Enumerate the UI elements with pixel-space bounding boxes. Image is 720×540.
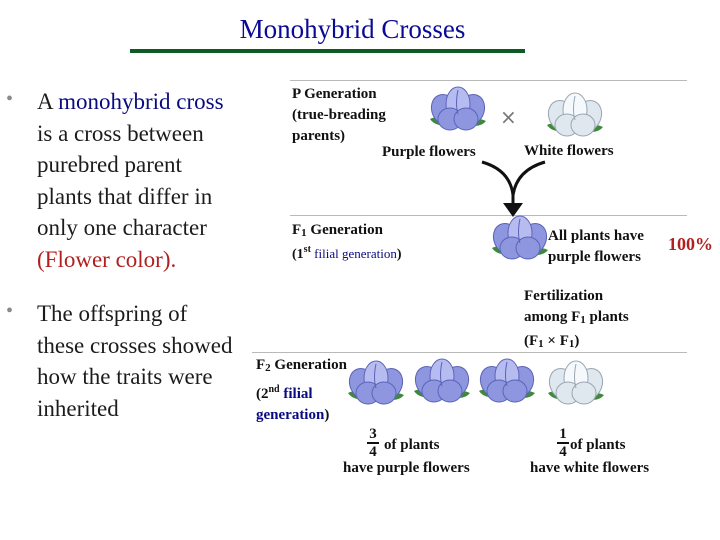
bullet-2-text: The offspring of these crosses showed ho… [37, 301, 233, 421]
p-label-line3: parents) [292, 128, 346, 144]
f2-white-flower-icon [548, 360, 604, 405]
f2-top-rule [252, 352, 687, 353]
bullet-1-pre: A [37, 89, 59, 114]
cross-symbol: × [500, 105, 517, 129]
white-ratio-line1: of plants [570, 437, 626, 453]
f2-purple-flower-icon [348, 360, 404, 405]
bullet-1-paren: (Flower color). [37, 246, 177, 272]
white-flower-icon [547, 92, 603, 137]
f1-caption: All plants have purple flowers [548, 228, 644, 265]
f1-purple-flower-icon [492, 215, 548, 260]
f1-percent: 100% [668, 234, 713, 254]
cross-arrow-icon [481, 160, 546, 217]
p-generation-label: P Generation (true-breading parents) [292, 84, 386, 147]
bullet-list: • A monohybrid cross is a cross between … [0, 86, 240, 424]
p-label-line1: P Generation [292, 86, 377, 102]
f2-purple-flower-icon [479, 358, 535, 403]
purple-ratio-line1: of plants [384, 437, 440, 453]
bullet-dot-icon: • [6, 88, 14, 110]
bullet-1-post: is a cross between purebred parent plant… [37, 120, 213, 241]
white-fraction: 1 4 [556, 426, 570, 460]
bullet-dot-icon: • [6, 300, 14, 322]
f1-generation-label: F1 Generation [292, 222, 383, 239]
p-label-line2: (true-breading [292, 107, 386, 123]
slide-title: Monohybrid Crosses [239, 14, 466, 44]
purple-flower-icon [430, 86, 486, 131]
purple-fraction: 3 4 [366, 426, 380, 460]
bullet-1-highlight: monohybrid cross [58, 89, 224, 114]
white-ratio-line2: have white flowers [530, 460, 650, 476]
purple-flowers-caption: Purple flowers [382, 144, 476, 160]
purple-ratio-line2: have purple flowers [343, 460, 470, 476]
bullet-item-1: • A monohybrid cross is a cross between … [0, 86, 240, 275]
bullet-item-2: • The offspring of these crosses showed … [0, 298, 240, 424]
f1-top-rule [290, 215, 687, 216]
f2-generation-label: F2 Generation (2nd filial generation) [256, 357, 347, 423]
p-top-rule [290, 80, 687, 81]
f2-purple-flower-icon [414, 358, 470, 403]
fertilization-note: Fertilization among F1 plants (F1 × F1) [524, 288, 629, 350]
title-underline [130, 49, 525, 53]
white-flowers-caption: White flowers [524, 143, 614, 159]
f1-generation-subtitle: (1st filial generation) [292, 244, 402, 262]
